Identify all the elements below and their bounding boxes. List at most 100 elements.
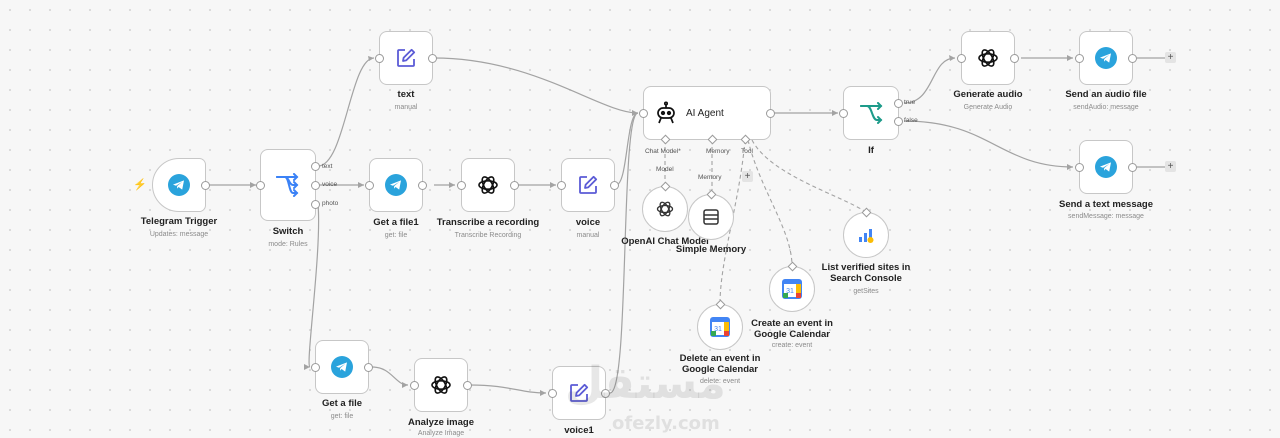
node-get-a-file1[interactable] (365, 158, 427, 212)
node-voice1[interactable] (548, 366, 610, 420)
google-calendar-icon: 31 (710, 317, 730, 337)
input-handle[interactable] (311, 363, 320, 372)
database-icon (703, 209, 719, 225)
node-openai-chat-model[interactable] (642, 181, 688, 232)
node-simple-memory[interactable] (688, 189, 734, 240)
telegram-icon (1095, 47, 1117, 69)
edit-icon (397, 48, 416, 67)
memory-connector[interactable] (707, 134, 718, 145)
watermark-arabic: مستقل (565, 358, 726, 409)
node-title: List verified sites in Search Console (821, 262, 911, 284)
input-handle[interactable] (256, 181, 265, 190)
node-telegram-trigger[interactable] (152, 158, 210, 212)
node-title: OpenAI Chat Model (621, 236, 709, 247)
edge-if-sendtext (903, 120, 1074, 168)
output-handle[interactable] (510, 181, 519, 190)
output-handle[interactable] (428, 54, 437, 63)
output-handle-true[interactable] (894, 99, 903, 108)
port-label-text: text (322, 163, 333, 170)
switch-icon (276, 173, 299, 197)
watermark-latin: ofezly.com (612, 413, 720, 434)
output-handle[interactable] (364, 363, 373, 372)
output-handle[interactable] (601, 389, 610, 398)
input-handle[interactable] (1075, 163, 1084, 172)
node-title: Telegram Trigger (140, 216, 218, 227)
node-get-a-file[interactable] (311, 340, 373, 394)
node-title: If (868, 145, 874, 156)
edge-getfile-analyze (371, 366, 409, 386)
add-node-button[interactable]: + (1165, 161, 1176, 172)
openai-icon (978, 49, 998, 67)
memory-output-connector[interactable] (706, 189, 717, 200)
output-handle-photo[interactable] (311, 200, 320, 209)
port-label-memory: Memory (706, 148, 730, 155)
node-title: Delete an event in Google Calendar (679, 353, 761, 375)
input-handle[interactable] (410, 381, 419, 390)
port-label-memory: Memory (698, 174, 722, 181)
output-handle-voice[interactable] (311, 181, 320, 190)
openai-icon (656, 201, 674, 217)
add-node-button[interactable]: + (1165, 52, 1176, 63)
node-text[interactable] (375, 31, 437, 85)
output-handle-false[interactable] (894, 117, 903, 126)
input-handle[interactable] (557, 181, 566, 190)
telegram-icon (331, 356, 353, 378)
edit-icon (579, 175, 598, 194)
tool-output-connector[interactable] (787, 261, 798, 272)
input-handle[interactable] (1075, 54, 1084, 63)
output-handle[interactable] (766, 109, 775, 118)
node-if[interactable] (839, 86, 903, 140)
output-handle-text[interactable] (311, 162, 320, 171)
node-subtitle: manual (394, 104, 418, 111)
model-output-connector[interactable] (660, 181, 671, 192)
node-create-an-event[interactable]: 31 (769, 261, 815, 312)
telegram-icon (1095, 156, 1117, 178)
node-delete-an-event[interactable]: 31 (697, 299, 743, 350)
node-list-verified-sites[interactable] (843, 207, 889, 258)
output-handle[interactable] (463, 381, 472, 390)
input-handle[interactable] (548, 389, 557, 398)
output-handle[interactable] (610, 181, 619, 190)
input-handle[interactable] (957, 54, 966, 63)
node-send-an-audio-file[interactable] (1075, 31, 1137, 85)
node-title: Get a file1 (373, 217, 419, 228)
tool-output-connector[interactable] (861, 207, 872, 218)
search-console-icon (859, 229, 874, 243)
node-subtitle: get: file (330, 413, 354, 420)
input-handle[interactable] (839, 109, 848, 118)
svg-text:31: 31 (714, 326, 722, 333)
node-title: Simple Memory (675, 244, 747, 255)
output-handle[interactable] (1128, 163, 1137, 172)
node-title: Create an event in Google Calendar (751, 318, 833, 340)
node-send-a-text-message[interactable] (1075, 140, 1137, 194)
node-analyze-image[interactable] (410, 358, 472, 412)
port-label-false: false (904, 117, 918, 124)
node-voice[interactable] (557, 158, 619, 212)
node-switch[interactable] (256, 149, 320, 221)
input-handle[interactable] (639, 109, 648, 118)
output-handle[interactable] (1010, 54, 1019, 63)
input-handle[interactable] (365, 181, 374, 190)
openai-icon (478, 176, 498, 194)
node-title: Send an audio file (1065, 89, 1147, 100)
chat-model-connector[interactable] (660, 134, 671, 145)
node-subtitle: get: file (384, 232, 408, 239)
input-handle[interactable] (457, 181, 466, 190)
output-handle[interactable] (201, 181, 210, 190)
node-generate-audio[interactable] (957, 31, 1019, 85)
node-title: Send a text message (1059, 199, 1153, 210)
node-transcribe-a-recording[interactable] (457, 158, 519, 212)
tool-connector[interactable] (740, 134, 751, 145)
telegram-icon (385, 174, 407, 196)
output-handle[interactable] (1128, 54, 1137, 63)
input-handle[interactable] (375, 54, 384, 63)
node-subtitle: create: event (771, 342, 813, 349)
output-handle[interactable] (418, 181, 427, 190)
node-subtitle: mode: Rules (268, 241, 308, 248)
add-tool-button[interactable]: + (742, 171, 753, 182)
node-title: Get a file (321, 398, 363, 409)
tool-output-connector[interactable] (715, 299, 726, 310)
google-calendar-icon: 31 (782, 279, 802, 299)
node-ai-agent[interactable]: AI Agent (639, 86, 775, 145)
